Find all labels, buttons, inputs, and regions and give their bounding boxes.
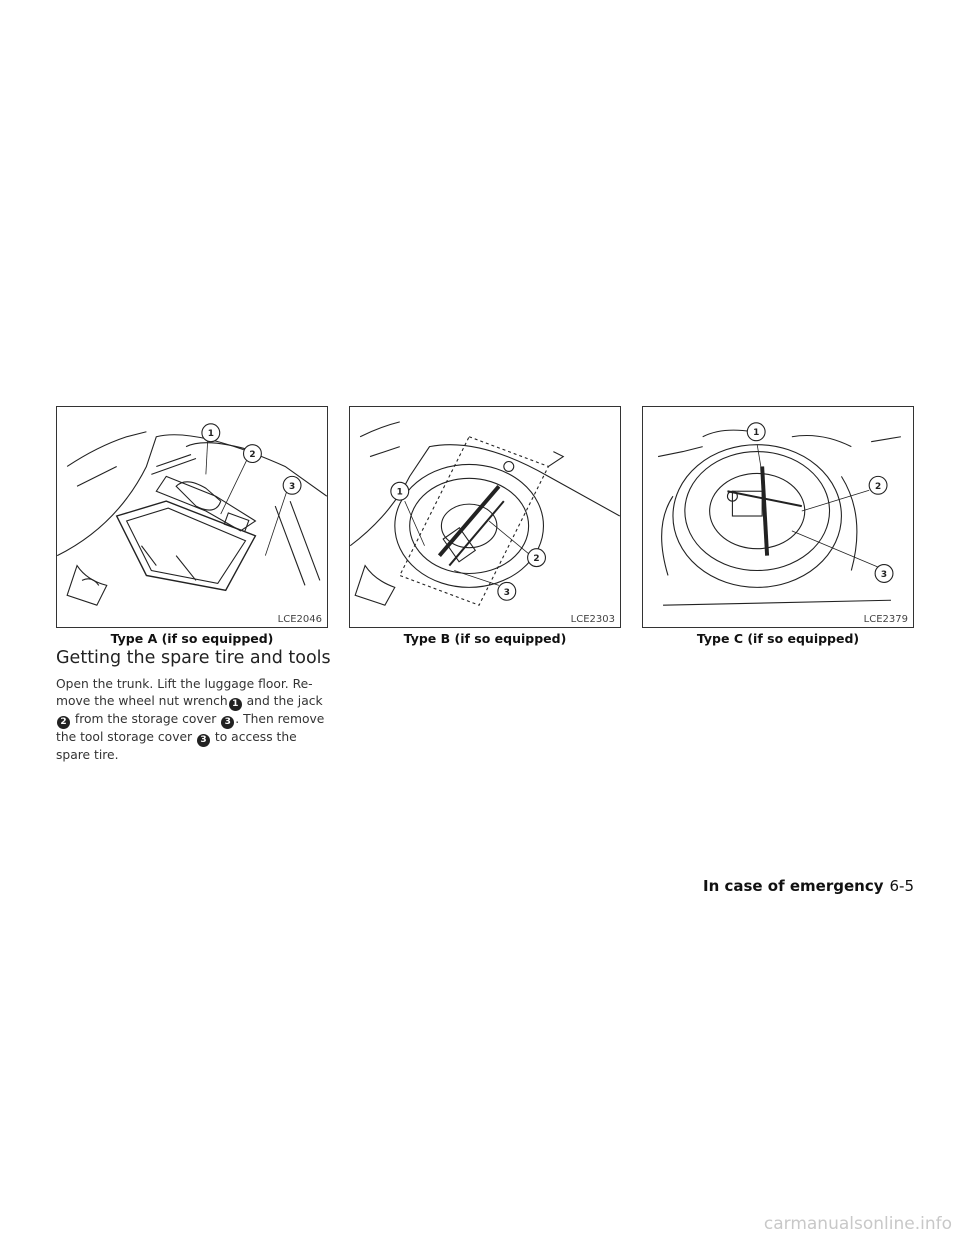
callout-3: 3 bbox=[504, 588, 510, 598]
body-text: to access the spare tire. bbox=[56, 730, 297, 762]
illustration-type-b: 1 2 3 bbox=[350, 421, 620, 606]
body-text: . Then remove the tool storage cover bbox=[56, 712, 325, 744]
callout-number-2-icon: 2 bbox=[57, 716, 70, 729]
callout-2: 2 bbox=[533, 554, 539, 564]
body-text: Open the trunk. Lift the luggage floor. … bbox=[56, 677, 313, 708]
callout-number-3-icon: 3 bbox=[221, 716, 235, 729]
watermark: carmanualsonline.info bbox=[763, 1214, 952, 1234]
body-text: and the jack bbox=[242, 694, 323, 708]
callout-1: 1 bbox=[397, 488, 403, 498]
figure-code: LCE2303 bbox=[570, 614, 615, 625]
figure-type-c: 1 2 3 LCE2379 bbox=[642, 406, 914, 628]
page-number: 6-5 bbox=[889, 877, 915, 895]
figure-caption-a: Type A (if so equipped) bbox=[110, 631, 274, 646]
body-text: from the storage cover bbox=[71, 712, 221, 726]
figure-code: LCE2379 bbox=[863, 614, 908, 625]
illustration-type-a: 1 2 3 bbox=[57, 423, 327, 606]
callout-3: 3 bbox=[289, 482, 295, 492]
callout-1: 1 bbox=[208, 429, 214, 439]
page-footer: In case of emergency 6-5 bbox=[703, 877, 914, 895]
figure-caption-b: Type B (if so equipped) bbox=[403, 631, 567, 646]
figure-type-a: 1 2 3 LCE2046 bbox=[56, 406, 328, 628]
callout-2: 2 bbox=[249, 450, 255, 460]
section-body: Open the trunk. Lift the luggage floor. … bbox=[56, 676, 328, 764]
callout-3: 3 bbox=[881, 570, 887, 580]
illustration-type-c: 1 2 3 bbox=[657, 422, 901, 606]
callout-2: 2 bbox=[875, 482, 881, 492]
figure-type-b: 1 2 3 LCE2303 bbox=[349, 406, 621, 628]
section-heading: Getting the spare tire and tools bbox=[56, 648, 331, 668]
figure-caption-c: Type C (if so equipped) bbox=[696, 631, 860, 646]
figure-code: LCE2046 bbox=[277, 614, 322, 625]
callout-number-1-icon: 1 bbox=[228, 698, 242, 711]
footer-section-title: In case of emergency bbox=[702, 877, 884, 895]
callout-1: 1 bbox=[753, 428, 759, 438]
callout-number-3-icon: 3 bbox=[197, 734, 210, 747]
